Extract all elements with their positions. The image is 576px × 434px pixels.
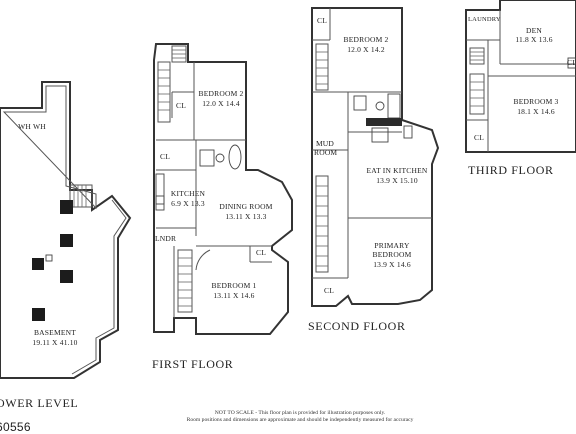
first-bedroom1-name: BEDROOM 1: [211, 281, 257, 290]
second-bedroom2-dims: 12.0 X 14.2: [347, 45, 385, 54]
kitchen-cabinets: [366, 118, 402, 126]
dining-room-name: DINING ROOM: [219, 202, 273, 211]
first-bedroom2-dims: 12.0 X 14.4: [202, 99, 240, 108]
sink: [215, 153, 225, 163]
second-floor-title: SECOND FLOOR: [308, 319, 406, 333]
basement-dims: 19.11 X 41.10: [32, 338, 78, 347]
third-closet-label: CL: [567, 58, 576, 67]
door-swing: [195, 249, 211, 271]
primary-bedroom-name: PRIMARY: [374, 241, 410, 250]
sink: [375, 101, 385, 111]
first-floor-stairs: [157, 45, 193, 313]
eat-in-kitchen-dims: 13.9 X 15.10: [376, 176, 418, 185]
support-column: [32, 308, 45, 321]
toilet: [353, 95, 367, 111]
second-floor-stairs: [315, 43, 329, 273]
range: [371, 127, 389, 143]
third-laundry-label: LAUNDRY: [468, 16, 501, 23]
disclaimer: NOT TO SCALE - This floor plan is provid…: [150, 410, 450, 424]
third-closet-label: CL: [474, 133, 484, 142]
eat-in-kitchen-name: EAT IN KITCHEN: [366, 166, 428, 175]
first-kitchen-name: KITCHEN: [170, 189, 206, 198]
primary-bedroom-name: BEDROOM: [372, 250, 412, 259]
third-floor-plan: [465, 0, 576, 153]
primary-bedroom-dims: 13.9 X 14.6: [373, 260, 411, 269]
dining-room-dims: 13.11 X 13.3: [225, 212, 267, 221]
second-bedroom2-name: BEDROOM 2: [343, 35, 389, 44]
first-kitchen-dims: 6.9 X 13.3: [171, 199, 205, 208]
den-dims: 11.8 X 13.6: [515, 35, 553, 44]
refrigerator: [403, 125, 413, 139]
first-closet-label: CL: [176, 101, 186, 110]
first-bedroom1-dims: 13.11 X 14.6: [213, 291, 255, 300]
shower: [387, 93, 401, 119]
lower-level-title: OWER LEVEL: [0, 396, 79, 410]
den-name: DEN: [525, 26, 542, 35]
disclaimer-line-1: NOT TO SCALE - This floor plan is provid…: [214, 410, 386, 416]
stove: [155, 195, 165, 205]
laundry-label: LNDR: [155, 234, 177, 243]
toilet: [199, 149, 215, 167]
listing-id: 60556: [0, 420, 31, 434]
mud-room-label: MUD: [315, 139, 335, 148]
first-closet-label: CL: [256, 248, 266, 257]
first-closet-label: CL: [160, 152, 170, 161]
support-column: [60, 270, 73, 283]
bedroom3-dims: 18.1 X 14.6: [517, 107, 555, 116]
bedroom3-name: BEDROOM 3: [513, 97, 559, 106]
disclaimer-line-2: Room positions and dimensions are approx…: [186, 417, 414, 423]
first-floor-plan: [153, 43, 293, 335]
support-column: [60, 200, 73, 214]
support-column: [60, 234, 73, 247]
lower-level-stairs: [69, 184, 93, 208]
bathtub: [228, 144, 242, 170]
second-floor-plan: [311, 7, 440, 307]
third-floor-stairs: [469, 47, 485, 115]
floor-drain: [45, 254, 53, 262]
first-bedroom2-name: BEDROOM 2: [198, 89, 244, 98]
basement-name: BASEMENT: [33, 328, 77, 337]
second-closet-label: CL: [324, 286, 334, 295]
support-column: [32, 258, 44, 270]
first-floor-title: FIRST FLOOR: [152, 357, 234, 371]
lower-level-plan: [0, 81, 132, 379]
mud-room-label: ROOM: [314, 148, 338, 157]
kitchen-counter: [155, 173, 165, 211]
water-heater-label: WH WH: [18, 122, 46, 131]
second-closet-label: CL: [317, 16, 327, 25]
fixture: [567, 57, 576, 69]
third-floor-title: THIRD FLOOR: [468, 163, 554, 177]
